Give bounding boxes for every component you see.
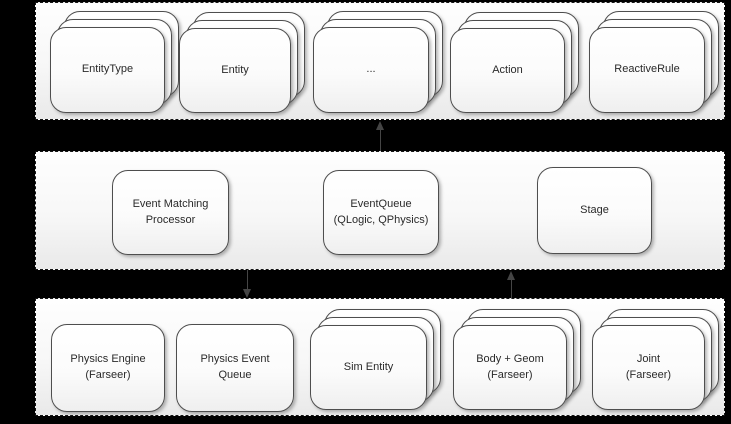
- node-sim-entity: Sim Entity: [310, 325, 427, 410]
- node-label: Joint (Farseer): [625, 352, 672, 381]
- band-middle-layer: Event Matching Processor EventQueue (QLo…: [35, 151, 725, 270]
- stacked-node-reactiverule: ReactiveRule: [589, 11, 719, 113]
- node-label: Sim Entity: [343, 360, 394, 373]
- arrow-middle-to-bottom-head: [242, 289, 251, 298]
- node-label: Physics Engine (Farseer): [70, 353, 146, 381]
- node-entity: Entity: [179, 28, 291, 113]
- node-label: Entity: [221, 63, 249, 76]
- node-stage: Stage: [537, 167, 652, 254]
- node-ellipsis: ...: [313, 27, 429, 113]
- stacked-node-ellipsis: ...: [313, 11, 443, 113]
- node-body-geom: Body + Geom (Farseer): [453, 325, 567, 410]
- stacked-node-entity: Entity: [179, 12, 305, 113]
- node-eventqueue: EventQueue (QLogic, QPhysics): [323, 170, 439, 255]
- node-label: ReactiveRule: [614, 63, 680, 76]
- node-label: Stage: [580, 203, 609, 216]
- node-action: Action: [450, 28, 565, 113]
- arrow-bottom-to-middle-line: [511, 279, 512, 298]
- band-bottom-layer: Physics Engine (Farseer) Physics Event Q…: [35, 298, 725, 416]
- node-label: EventQueue (QLogic, QPhysics): [333, 197, 429, 226]
- node-label: Physics Event Queue: [200, 353, 270, 381]
- stacked-node-action: Action: [450, 12, 579, 113]
- node-physics-event-queue: Physics Event Queue: [176, 324, 294, 412]
- arrow-middle-to-top-line: [380, 129, 381, 151]
- arrow-middle-to-top-head: [375, 121, 384, 130]
- node-entitytype: EntityType: [50, 27, 165, 113]
- arrow-bottom-to-middle-head: [506, 271, 515, 280]
- node-joint: Joint (Farseer): [592, 325, 705, 410]
- node-label: Action: [492, 63, 523, 76]
- stacked-node-joint: Joint (Farseer): [592, 309, 719, 410]
- stacked-node-sim-entity: Sim Entity: [310, 309, 441, 410]
- node-event-matching-processor: Event Matching Processor: [112, 170, 229, 255]
- node-label: Event Matching Processor: [132, 197, 209, 226]
- stacked-node-body-geom: Body + Geom (Farseer): [453, 309, 581, 410]
- band-top-layer: EntityType Entity ... Action: [35, 2, 725, 120]
- node-label: EntityType: [81, 63, 134, 76]
- arrow-middle-to-bottom-line: [247, 270, 248, 290]
- node-physics-engine: Physics Engine (Farseer): [51, 324, 165, 412]
- node-label: ...: [366, 63, 376, 76]
- node-reactiverule: ReactiveRule: [589, 27, 705, 113]
- node-label: Body + Geom (Farseer): [476, 352, 544, 381]
- stacked-node-entitytype: EntityType: [50, 11, 179, 113]
